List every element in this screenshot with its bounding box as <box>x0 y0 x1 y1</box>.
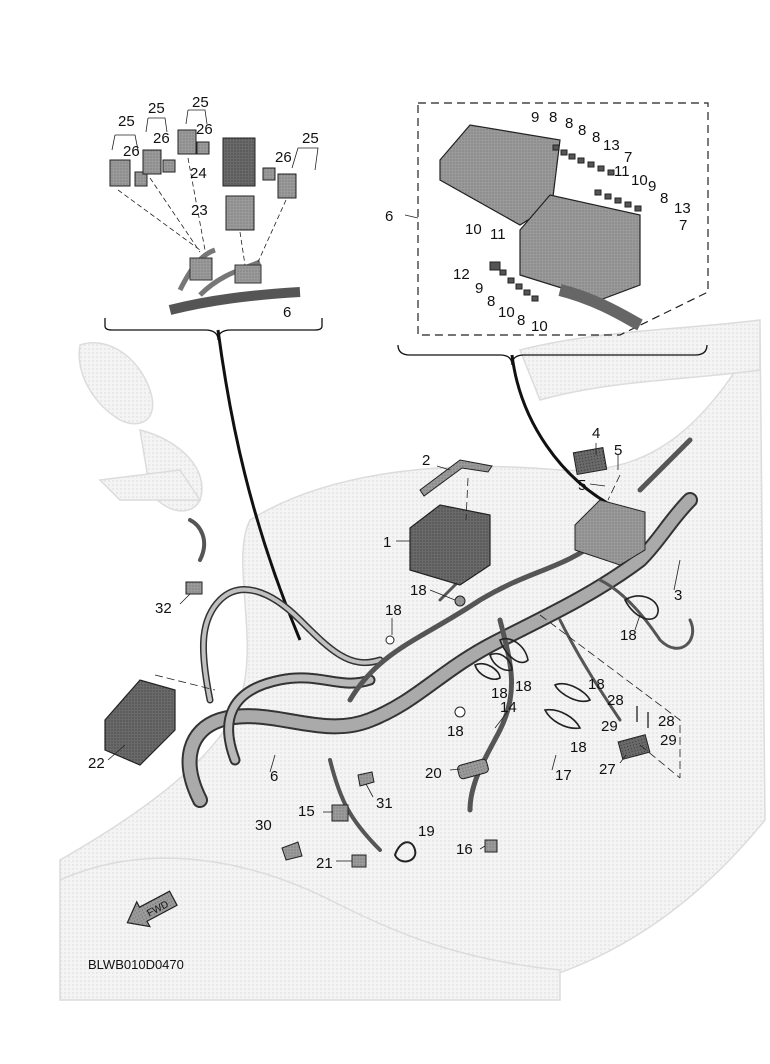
callout-18h: 18 <box>570 739 587 756</box>
callout-13a: 13 <box>603 137 620 154</box>
callout-27: 27 <box>599 761 616 778</box>
callout-23: 23 <box>191 202 208 219</box>
callout-26a: 26 <box>123 143 140 160</box>
callout-1: 1 <box>383 534 391 551</box>
clamp-16 <box>484 839 498 853</box>
callout-10b: 10 <box>465 221 482 238</box>
relay-24 <box>222 137 256 187</box>
callout-20: 20 <box>425 765 442 782</box>
callout-6-inset-left: 6 <box>283 304 291 321</box>
callout-9a: 9 <box>531 109 539 126</box>
clamp-21 <box>351 854 367 868</box>
connector-27 <box>617 734 651 760</box>
callout-7a: 7 <box>624 149 632 166</box>
callout-26c: 26 <box>196 121 213 138</box>
callout-11b: 11 <box>490 226 506 243</box>
callout-28b: 28 <box>658 713 675 730</box>
callout-17: 17 <box>555 767 572 784</box>
callout-10d: 10 <box>531 318 548 335</box>
callout-24: 24 <box>190 165 207 182</box>
callout-10a: 10 <box>631 172 648 189</box>
callout-18b: 18 <box>385 602 402 619</box>
callout-30: 30 <box>255 817 272 834</box>
clip-18-lower <box>454 706 466 718</box>
callout-9c: 9 <box>475 280 483 297</box>
callout-9b: 9 <box>648 178 656 195</box>
battery-band <box>419 459 493 497</box>
fuse-box <box>574 499 646 566</box>
callout-8c: 8 <box>578 122 586 139</box>
callout-29a: 29 <box>601 718 618 735</box>
fuse-box-inset <box>397 102 709 366</box>
callout-8d: 8 <box>592 129 600 146</box>
callout-labels: 1 2 3 4 5 5 6 6 6 7 7 8 8 8 8 8 8 8 9 9 … <box>88 94 691 872</box>
callout-26b: 26 <box>153 130 170 147</box>
drawing-code: BLWB010D0470 <box>88 957 184 972</box>
callout-25d: 25 <box>302 130 319 147</box>
clip-18-small <box>385 635 395 645</box>
callout-8e: 8 <box>660 190 668 207</box>
main-wire-harness <box>181 437 698 852</box>
relay-23 <box>225 195 255 231</box>
callout-18e: 18 <box>515 678 532 695</box>
callout-8g: 8 <box>517 312 525 329</box>
callout-21: 21 <box>316 855 333 872</box>
clip-30 <box>281 841 303 861</box>
fuse-box-body <box>519 194 641 301</box>
callout-25c: 25 <box>192 94 209 111</box>
callout-18d: 18 <box>588 676 605 693</box>
callout-18c: 18 <box>620 627 637 644</box>
callout-13b: 13 <box>674 200 691 217</box>
ecu-22 <box>104 679 176 766</box>
callout-8b: 8 <box>565 115 573 132</box>
clip-32 <box>185 581 203 595</box>
callout-28a: 28 <box>607 692 624 709</box>
callout-6-main: 6 <box>270 768 278 785</box>
callout-14: 14 <box>500 699 517 716</box>
clip-31 <box>357 771 375 787</box>
clamp-15 <box>331 804 349 822</box>
callout-8a: 8 <box>549 109 557 126</box>
callout-29b: 29 <box>660 732 677 749</box>
callout-2: 2 <box>422 452 430 469</box>
callout-16: 16 <box>456 841 473 858</box>
callout-5a: 5 <box>614 442 622 459</box>
callout-3: 3 <box>674 587 682 604</box>
callout-8f: 8 <box>487 293 495 310</box>
callout-25b: 25 <box>148 100 165 117</box>
callout-12: 12 <box>453 266 470 283</box>
callout-31: 31 <box>376 795 393 812</box>
leader-line-right <box>510 354 621 512</box>
guide-lines <box>154 474 681 779</box>
callout-18g: 18 <box>447 723 464 740</box>
callout-25a: 25 <box>118 113 135 130</box>
callout-5b: 5 <box>578 477 586 494</box>
clip-18-top <box>454 595 466 607</box>
callout-22: 22 <box>88 755 105 772</box>
callout-4: 4 <box>592 425 600 442</box>
callout-19: 19 <box>418 823 435 840</box>
battery <box>409 504 491 586</box>
bracket-4 <box>572 446 608 476</box>
callout-15: 15 <box>298 803 315 820</box>
callout-11a: 11 <box>614 163 630 180</box>
callout-7b: 7 <box>679 217 687 234</box>
callout-leaders <box>107 214 681 862</box>
band-19 <box>393 841 417 863</box>
callout-10c: 10 <box>498 304 515 321</box>
callout-18a: 18 <box>410 582 427 599</box>
callout-26d: 26 <box>275 149 292 166</box>
scooter-body-ghost <box>59 319 766 1001</box>
callout-18f: 18 <box>491 685 508 702</box>
relay-inset <box>104 109 323 341</box>
callout-6-inset-right: 6 <box>385 208 393 225</box>
main-parts <box>60 446 659 868</box>
leader-line-left <box>216 329 302 641</box>
clip-20 <box>457 758 489 780</box>
callout-32: 32 <box>155 600 172 617</box>
